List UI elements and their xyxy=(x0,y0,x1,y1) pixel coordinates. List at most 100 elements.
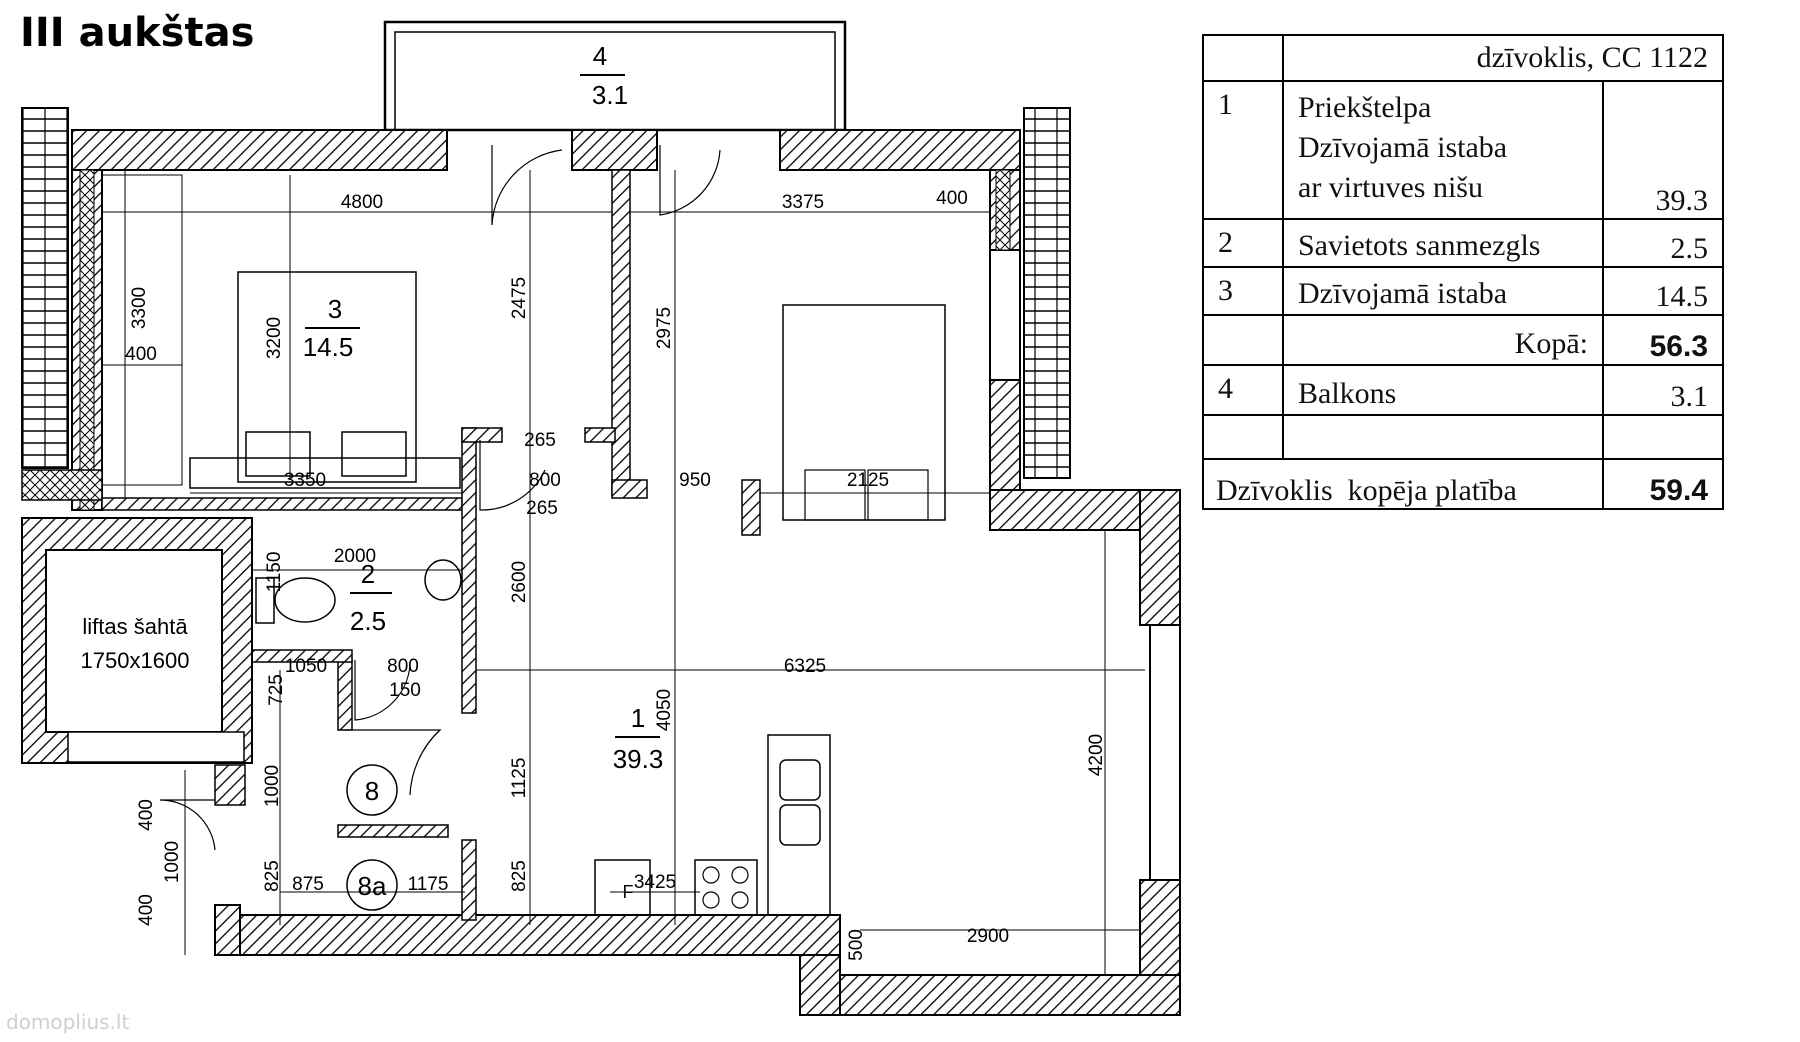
toilet-tank xyxy=(255,577,275,624)
brick-facade-right xyxy=(1023,107,1071,479)
elevator-shaft-inner xyxy=(45,549,223,733)
wall-top-mid xyxy=(571,129,658,171)
door-swing-entry xyxy=(159,799,216,851)
stair-label: 8a xyxy=(358,871,387,901)
row-number: 4 xyxy=(1202,364,1284,416)
dim-label: 3300 xyxy=(129,287,150,329)
wall-mid-stub xyxy=(611,479,648,499)
insulation-right xyxy=(995,169,1011,251)
washbasin xyxy=(424,559,462,601)
dim-label: 150 xyxy=(389,680,421,701)
wall-bottom-stub xyxy=(214,904,241,956)
dim-label: 2000 xyxy=(334,546,376,567)
table-row: 2 Savietots sanmezgls 2.5 xyxy=(1202,218,1724,268)
wall-stub-right xyxy=(741,479,761,536)
door-swing-storage xyxy=(345,729,442,796)
elevator-door xyxy=(67,731,245,763)
room-area: 14.5 xyxy=(303,332,354,362)
dim-label: 4200 xyxy=(1086,734,1107,776)
elevator-label: liftas šahtā xyxy=(82,614,188,639)
subtotal-row: Kopā: 56.3 xyxy=(1202,314,1724,366)
dimension-labels: 4800 3375 400 3300 400 3200 2475 2975 26… xyxy=(125,188,1107,961)
row-name: Savietots sanmezgls xyxy=(1282,218,1604,268)
burner-2 xyxy=(731,866,749,884)
row-area: 39.3 xyxy=(1602,80,1724,220)
wall-left-bottom xyxy=(21,469,103,501)
pillow-right xyxy=(341,431,407,477)
wall-hall-lower xyxy=(461,839,477,921)
dim-label: 400 xyxy=(136,799,157,831)
row-number: 1 xyxy=(1202,80,1284,220)
room-area: 2.5 xyxy=(350,606,386,636)
table-header-row: dzīvoklis, CC 1122 xyxy=(1202,34,1724,82)
watermark: domoplius.lt xyxy=(6,1010,130,1034)
stair-circle-8a xyxy=(346,859,398,911)
balcony-row: 4 Balkons 3.1 xyxy=(1202,364,1724,416)
empty-cell xyxy=(1602,414,1724,460)
wall-bottom-left xyxy=(214,914,841,956)
floor-plan: 4 3.1 3 14.5 2 2.5 1 39.3 liftas šahtā 1… xyxy=(21,20,1181,1016)
dim-label: 950 xyxy=(679,470,711,491)
dim-label: 265 xyxy=(524,430,556,451)
wall-top-right xyxy=(779,129,1021,171)
row-number: 3 xyxy=(1202,266,1284,316)
empty-row xyxy=(1202,414,1724,460)
dim-label: 725 xyxy=(266,674,287,706)
bed xyxy=(237,271,417,483)
dim-label: 3425 xyxy=(634,872,676,893)
room-area: 39.3 xyxy=(613,744,664,774)
dim-label: 1000 xyxy=(162,841,183,883)
sink-1 xyxy=(779,759,821,801)
dim-label: 3200 xyxy=(264,317,285,359)
wall-bedroom-bottom xyxy=(101,497,463,511)
dim-label: 875 xyxy=(292,874,324,895)
dim-label: 1150 xyxy=(264,552,285,593)
table-header: dzīvoklis, CC 1122 xyxy=(1282,34,1724,82)
dim-label: 6325 xyxy=(784,656,826,677)
row-area: 14.5 xyxy=(1602,266,1724,316)
row-name: Dzīvojamā istaba xyxy=(1282,266,1604,316)
dim-label: 1175 xyxy=(408,874,449,895)
dim-label: 1000 xyxy=(262,765,283,807)
wall-mid-vertical-upper xyxy=(611,169,631,496)
sofa-cushion-right xyxy=(867,469,929,521)
burner-1 xyxy=(702,866,720,884)
room-number: 1 xyxy=(631,703,645,733)
row-name-line: Dzīvojamā istaba xyxy=(1298,131,1508,164)
wall-entry-stub xyxy=(214,764,246,806)
burner-4 xyxy=(731,891,749,909)
row-area: 3.1 xyxy=(1602,364,1724,416)
burner-3 xyxy=(702,891,720,909)
stair-label: 8 xyxy=(365,776,379,806)
dim-label: 400 xyxy=(136,894,157,926)
kitchen-counter xyxy=(767,734,831,916)
dim-label: 800 xyxy=(387,656,419,677)
row-name: Priekštelpa Dzīvojamā istaba ar virtuves… xyxy=(1282,80,1604,220)
dim-label: 4800 xyxy=(341,192,383,213)
subtotal-label: Kopā: xyxy=(1282,314,1604,366)
row-name-line: ar virtuves nišu xyxy=(1298,171,1483,204)
row-area: 2.5 xyxy=(1602,218,1724,268)
subtotal-empty xyxy=(1202,314,1284,366)
subtotal-value: 56.3 xyxy=(1602,314,1724,366)
elevator-size: 1750x1600 xyxy=(81,648,190,673)
table-header-empty xyxy=(1202,34,1284,82)
dim-label: 3375 xyxy=(782,192,824,213)
total-row: Dzīvoklis kopēja platība 59.4 xyxy=(1202,458,1724,510)
dim-label: 2600 xyxy=(509,561,530,603)
floor-title: III aukštas xyxy=(20,10,255,56)
wall-right-window xyxy=(989,249,1021,381)
room-number: 2 xyxy=(361,559,375,589)
area-table: dzīvoklis, CC 1122 1 Priekštelpa Dzīvoja… xyxy=(1202,34,1724,510)
door-swing-balcony-right xyxy=(659,145,721,216)
pillow-left xyxy=(245,431,311,477)
sink-2 xyxy=(779,804,821,846)
row-number: 2 xyxy=(1202,218,1284,268)
door-swing-balcony-left xyxy=(491,145,563,226)
total-value: 59.4 xyxy=(1602,458,1724,510)
fridge-label: F xyxy=(623,882,634,902)
door-swing-bedroom xyxy=(479,440,546,511)
wall-stair-top xyxy=(337,824,449,838)
sofa-cushion-left xyxy=(804,469,866,521)
dim-label: 400 xyxy=(936,188,968,209)
